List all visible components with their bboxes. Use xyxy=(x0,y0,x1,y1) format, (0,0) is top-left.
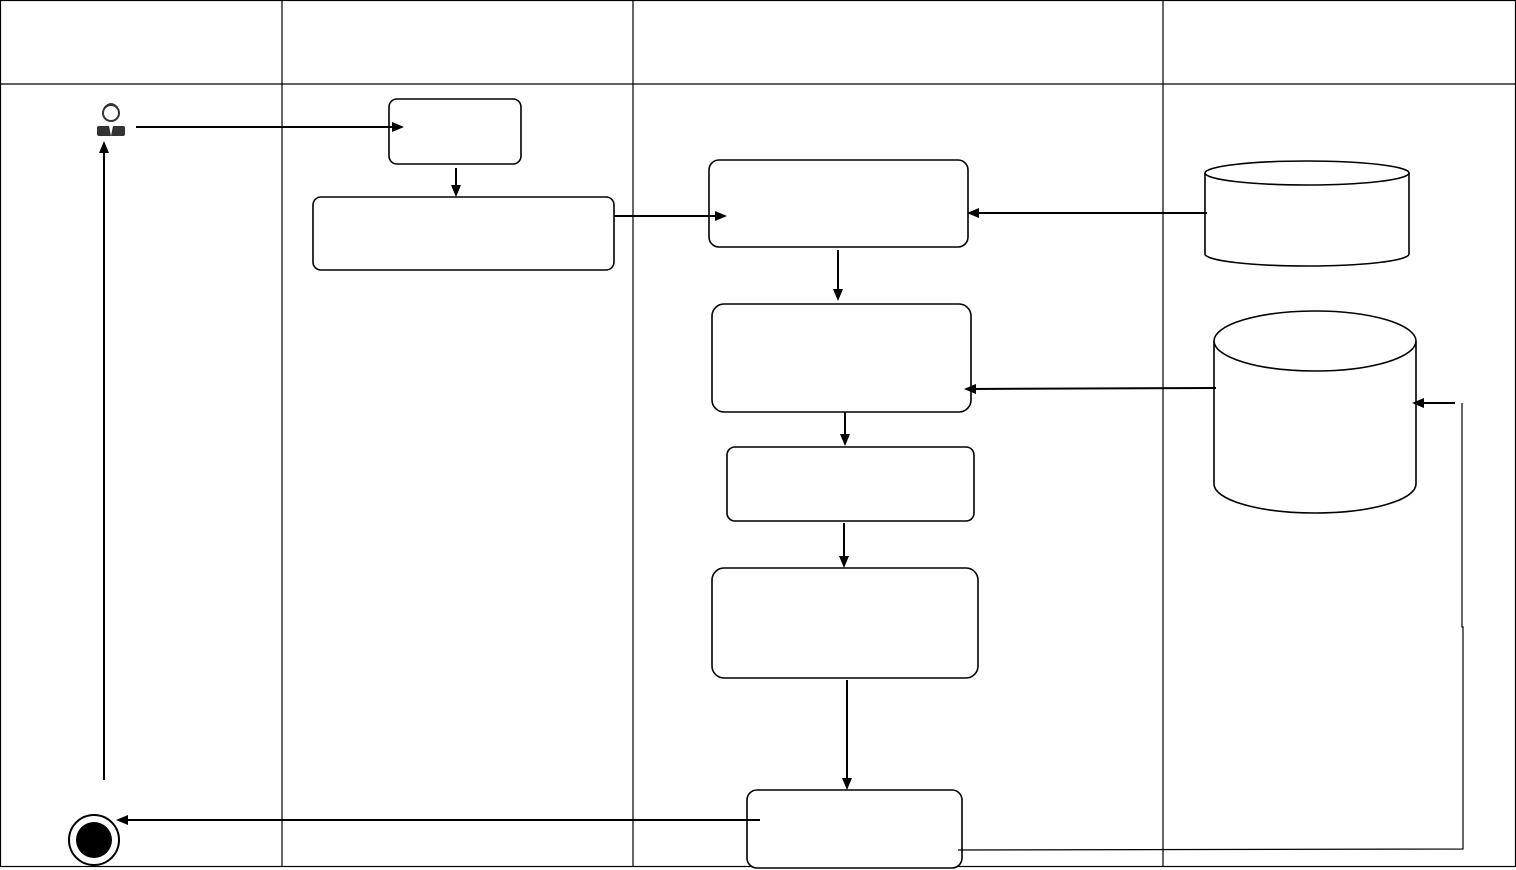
flow-output-feedback xyxy=(957,403,1464,851)
node-fetch xyxy=(708,159,969,248)
database-icon xyxy=(1213,310,1417,514)
node-output xyxy=(746,789,963,869)
user-icon xyxy=(97,103,125,136)
node-process xyxy=(711,303,972,413)
database-icon xyxy=(1204,160,1410,267)
node-compute xyxy=(726,446,975,522)
end-node-icon xyxy=(68,814,120,866)
node-generate xyxy=(711,567,979,679)
node-login xyxy=(388,98,522,165)
node-submit xyxy=(312,196,615,271)
flow-db2-to-process xyxy=(964,383,1217,394)
